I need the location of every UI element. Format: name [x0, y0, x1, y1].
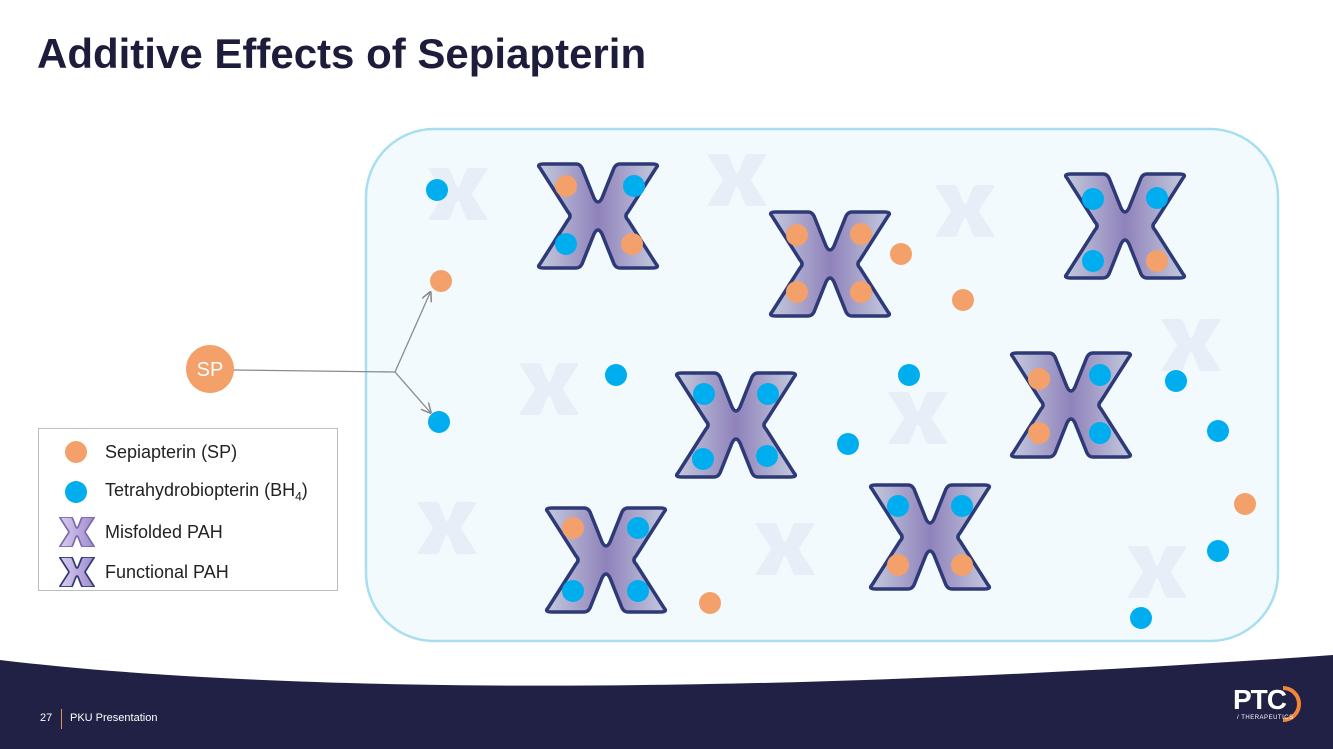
- sepiapterin-dot: [699, 592, 721, 614]
- bh4-dot: [1207, 420, 1229, 442]
- arrow-to-bh4: [394, 371, 430, 412]
- legend-item-functional-pah: Functional PAH: [57, 556, 229, 588]
- sp-entry-line: [232, 369, 396, 373]
- functional-pah: [1063, 172, 1187, 280]
- sepiapterin-dot: [555, 175, 577, 197]
- legend-label-suffix: ): [301, 480, 308, 501]
- functional-pah: [1009, 351, 1133, 459]
- legend-label: Functional PAH: [105, 561, 229, 582]
- bh4-dot: [1089, 364, 1111, 386]
- ptc-logo: PTC / THERAPEUTICS: [1233, 684, 1308, 726]
- sepiapterin-dot: [562, 517, 584, 539]
- functional-pah: [536, 162, 660, 270]
- bh4-dot: [1165, 370, 1187, 392]
- bh4-dot: [623, 175, 645, 197]
- sepiapterin-dot: [952, 289, 974, 311]
- blue-dot-icon: [65, 481, 87, 503]
- legend-item-misfolded-pah: Misfolded PAH: [57, 516, 223, 548]
- bh4-dot: [692, 448, 714, 470]
- bh4-dot: [428, 411, 450, 433]
- presentation-name: PKU Presentation: [70, 712, 158, 724]
- functional-pah: [768, 210, 892, 318]
- orange-dot-icon: [65, 441, 87, 463]
- sepiapterin-dot: [786, 224, 808, 246]
- legend-item-bh4: Tetrahydrobiopterin (BH4): [57, 477, 308, 507]
- sepiapterin-dot: [1028, 422, 1050, 444]
- logo-text: PTC: [1233, 684, 1287, 715]
- sepiapterin-dot: [850, 223, 872, 245]
- bh4-dot: [898, 364, 920, 386]
- misfolded-pah-x-icon: [59, 516, 95, 548]
- sp-label: SP: [197, 359, 224, 381]
- sepiapterin-dot: [430, 270, 452, 292]
- sepiapterin-dot: [1146, 250, 1168, 272]
- sepiapterin-dot: [850, 281, 872, 303]
- free-molecules: [426, 179, 1256, 629]
- bh4-dot: [1089, 422, 1111, 444]
- bh4-dot: [627, 517, 649, 539]
- sepiapterin-dot: [1028, 368, 1050, 390]
- sepiapterin-dot: [887, 554, 909, 576]
- bh4-dot: [555, 233, 577, 255]
- bh4-dot: [1082, 250, 1104, 272]
- sepiapterin-dot: [890, 243, 912, 265]
- cell-boundary: [364, 127, 1280, 643]
- bh4-dot: [1130, 607, 1152, 629]
- bh4-dot: [1207, 540, 1229, 562]
- bh4-dot: [693, 383, 715, 405]
- logo-arc-icon: [1282, 686, 1301, 722]
- bh4-dot: [951, 495, 973, 517]
- legend: Sepiapterin (SP) Tetrahydrobiopterin (BH…: [38, 428, 338, 591]
- arrow-to-sepiapterin: [394, 293, 430, 373]
- legend-label: Misfolded PAH: [105, 521, 223, 542]
- bh4-dot: [1146, 187, 1168, 209]
- legend-label: Sepiapterin (SP): [105, 441, 238, 462]
- bh4-dot: [562, 580, 584, 602]
- page-title: Additive Effects of Sepiapterin: [37, 30, 647, 77]
- sepiapterin-dot: [1234, 493, 1256, 515]
- sp-circle: [186, 345, 234, 393]
- footer-band: [0, 655, 1333, 749]
- legend-item-sepiapterin: Sepiapterin (SP): [57, 437, 237, 467]
- bh4-dot: [605, 364, 627, 386]
- sepiapterin-dot: [951, 554, 973, 576]
- bh4-dot: [757, 383, 779, 405]
- bh4-dot: [887, 495, 909, 517]
- functional-pah: [868, 483, 992, 591]
- bh4-dot: [627, 580, 649, 602]
- bh4-dot: [756, 445, 778, 467]
- bh4-dot: [426, 179, 448, 201]
- logo-subtext: / THERAPEUTICS: [1237, 715, 1294, 721]
- sepiapterin-dot: [621, 233, 643, 255]
- legend-label-main: Tetrahydrobiopterin (BH: [105, 480, 296, 501]
- page-number: 27: [40, 712, 53, 724]
- bh4-dot: [1082, 188, 1104, 210]
- sp-source-node: SP: [186, 345, 234, 393]
- legend-label-subscript: 4: [295, 489, 302, 504]
- functional-pah-x-icon: [59, 556, 95, 588]
- footer-separator: [61, 709, 62, 729]
- conversion-arrows: [232, 293, 430, 412]
- legend-label: Tetrahydrobiopterin (BH4): [105, 480, 308, 504]
- functional-pah: [674, 371, 798, 479]
- bh4-dot: [837, 433, 859, 455]
- functional-pah: [544, 506, 668, 614]
- sepiapterin-dot: [786, 281, 808, 303]
